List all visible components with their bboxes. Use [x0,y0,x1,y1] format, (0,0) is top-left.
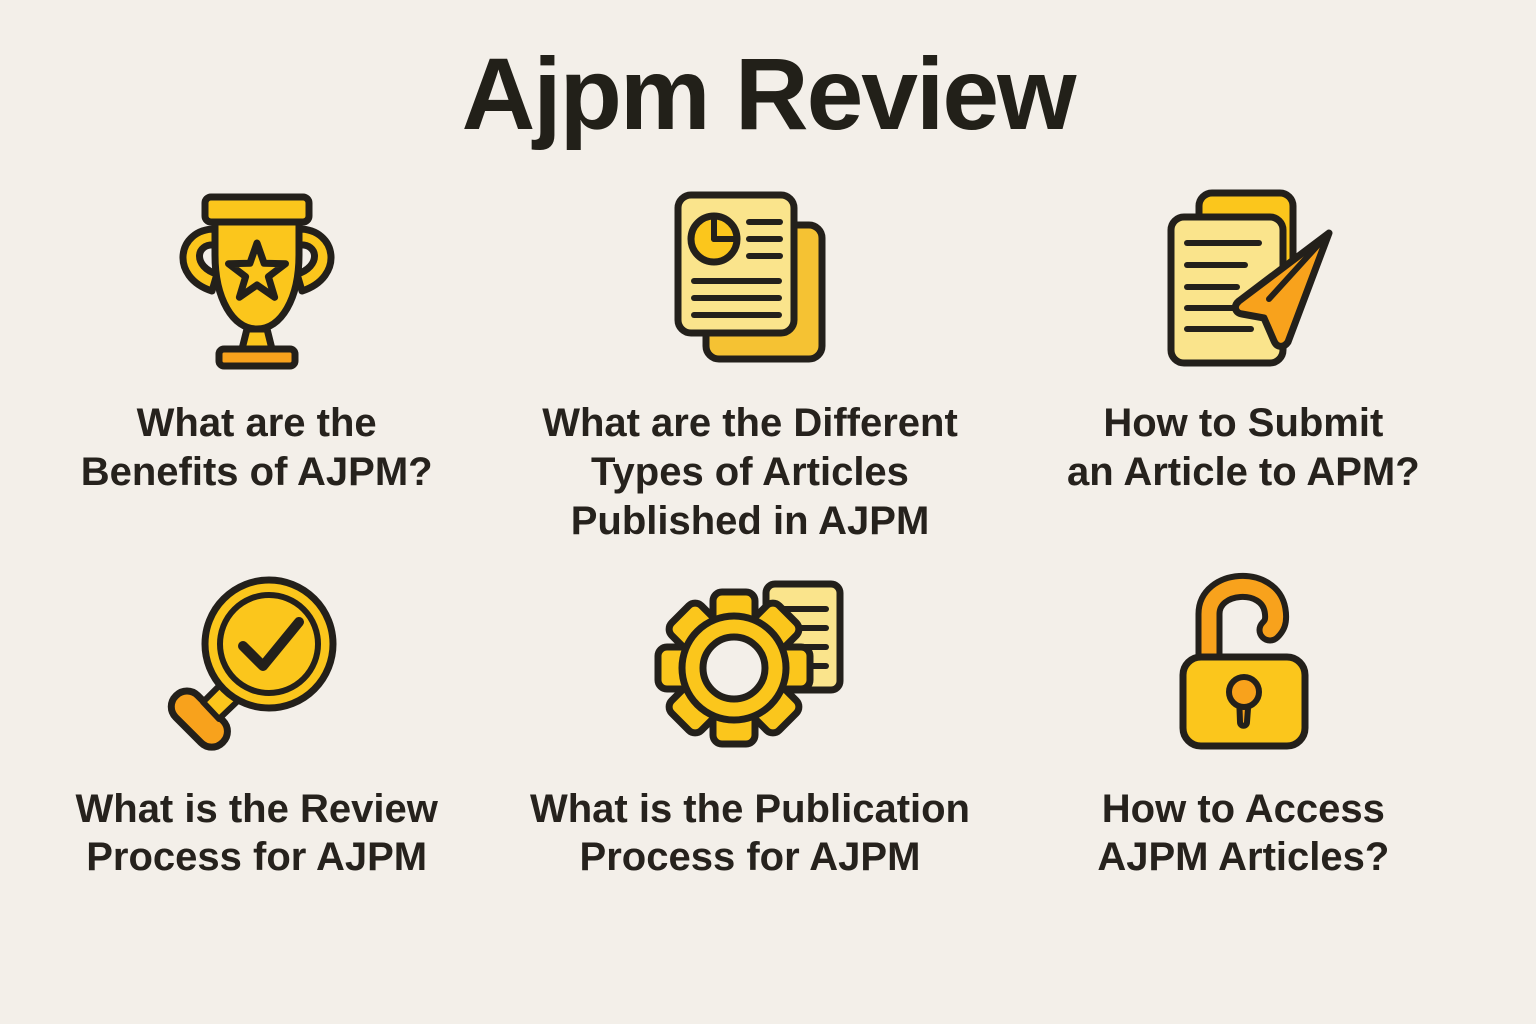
submit-paper-plane-icon [1167,189,1333,367]
card-caption: What are the Different Types of Articles… [542,401,958,543]
card-review-process: What is the Review Process for AJPM [10,560,503,883]
cards-grid: What are the Benefits of AJPM? [0,150,1536,882]
card-benefits: What are the Benefits of AJPM? [10,174,503,545]
card-caption: How to Access AJPM Articles? [1097,786,1390,880]
unlock-padlock-icon [1179,573,1309,750]
trophy-icon [179,193,335,370]
card-caption: How to Submit an Article to APM? [1067,401,1420,494]
card-submit: How to Submit an Article to APM? [997,174,1490,545]
card-caption: What are the Benefits of AJPM? [80,401,433,494]
page-title: Ajpm Review [461,37,1077,151]
gear-document-icon [654,580,844,748]
magnifier-check-icon [167,576,337,751]
card-article-types: What are the Different Types of Articles… [503,174,996,545]
card-access: How to Access AJPM Articles? [997,560,1490,883]
card-caption: What is the Publication Process for AJPM [529,786,970,880]
articles-pie-icon [674,191,826,363]
card-publication-process: What is the Publication Process for AJPM [503,560,996,883]
card-caption: What is the Review Process for AJPM [75,786,438,880]
